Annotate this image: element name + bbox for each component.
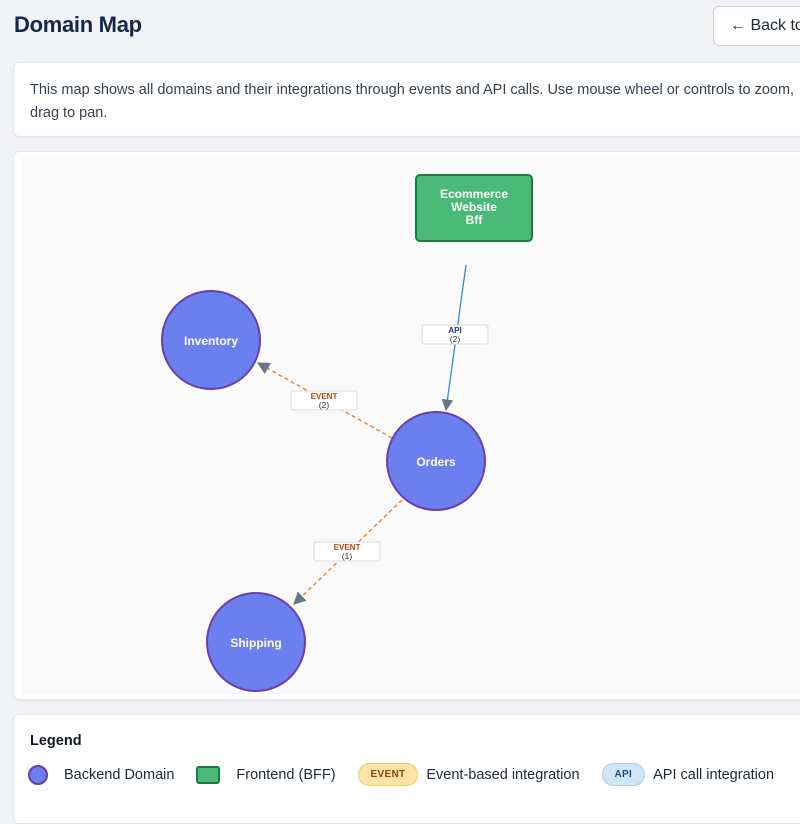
legend-label-frontend: Frontend (BFF) <box>236 766 336 783</box>
edge-type-label: EVENT <box>311 392 338 401</box>
backend-domain-swatch-icon <box>28 764 48 785</box>
frontend-swatch-icon <box>196 765 221 784</box>
legend-card: Legend Backend Domain Frontend (BFF) EVE… <box>13 714 800 824</box>
legend-label-event: Event-based integration <box>426 766 580 783</box>
node-shipping[interactable]: Shipping <box>206 592 306 692</box>
edge-label-event-orders-shipping: EVENT (1) <box>313 541 381 562</box>
legend-title: Legend <box>30 733 82 749</box>
legend-item-backend: Backend Domain <box>28 764 175 785</box>
node-inventory[interactable]: Inventory <box>161 290 261 390</box>
edge-label-api-bff-orders: API (2) <box>421 324 489 345</box>
node-label: Inventory <box>184 334 238 348</box>
legend-item-event: EVENT Event-based integration <box>357 763 580 786</box>
edge-event-orders-shipping[interactable] <box>293 499 403 605</box>
page-title: Domain Map <box>14 12 142 37</box>
legend-label-api: API call integration <box>653 766 775 783</box>
edge-type-label: API <box>448 326 461 335</box>
api-badge: API <box>601 763 646 786</box>
event-badge: EVENT <box>357 763 419 786</box>
node-label: Website <box>451 200 497 214</box>
edge-type-label: EVENT <box>334 543 361 552</box>
description-card: This map shows all domains and their int… <box>13 62 800 137</box>
legend-item-api: API API call integration <box>601 763 775 786</box>
node-label: Ecommerce <box>440 187 508 201</box>
edge-count-label: (1) <box>342 551 353 561</box>
legend-item-frontend: Frontend (BFF) <box>196 765 336 784</box>
legend-items: Backend Domain Frontend (BFF) EVENT Even… <box>28 763 796 786</box>
edge-label-event-orders-inventory: EVENT (2) <box>290 390 358 411</box>
node-label: Orders <box>416 455 456 469</box>
node-orders[interactable]: Orders <box>386 411 486 511</box>
domain-map-card: API (2) EVENT (2) EVENT (1) Ecommerce We… <box>13 151 800 700</box>
node-label: Bff <box>466 213 484 227</box>
domain-map-canvas[interactable]: API (2) EVENT (2) EVENT (1) Ecommerce We… <box>22 158 800 694</box>
edge-event-orders-inventory[interactable] <box>256 362 393 439</box>
description-text: This map shows all domains and their int… <box>30 82 795 121</box>
domain-graph[interactable]: API (2) EVENT (2) EVENT (1) Ecommerce We… <box>22 158 800 694</box>
legend-label-backend: Backend Domain <box>64 766 175 783</box>
edge-count-label: (2) <box>450 334 461 344</box>
edge-count-label: (2) <box>319 400 330 410</box>
back-button[interactable]: ← Back to <box>713 6 800 46</box>
node-ecommerce-website-bff[interactable]: Ecommerce Website Bff <box>415 174 533 242</box>
node-label: Shipping <box>230 636 281 650</box>
